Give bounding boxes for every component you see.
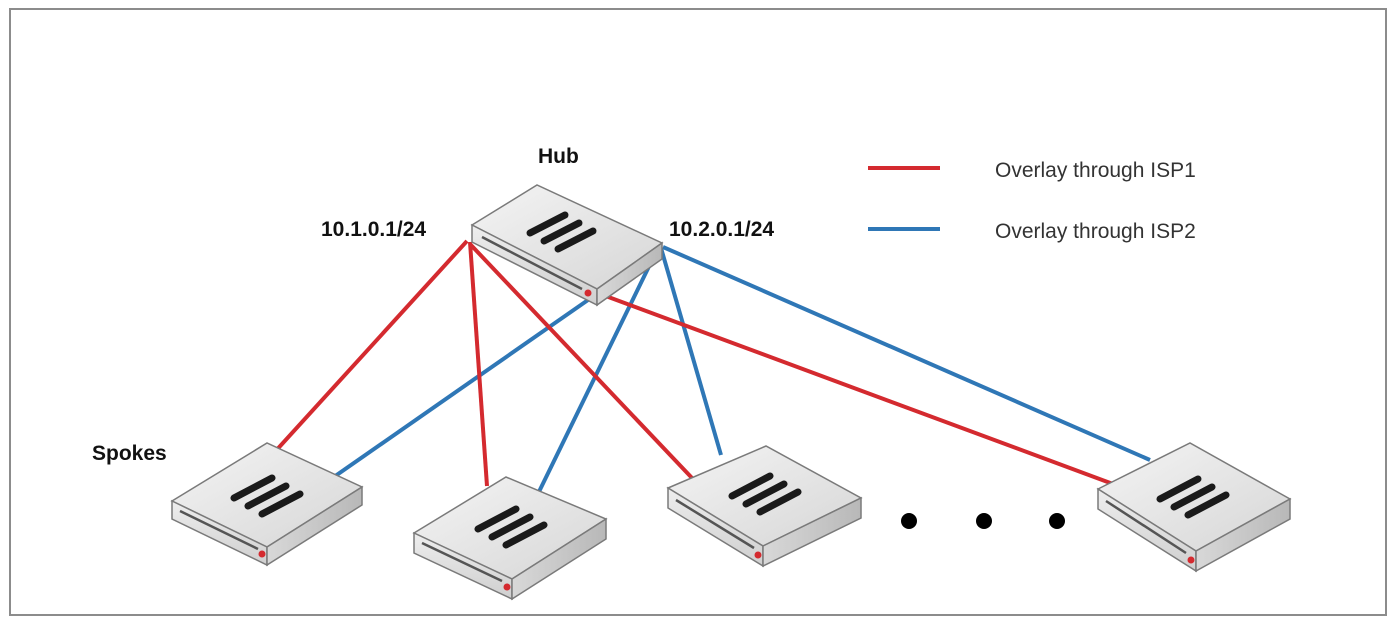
legend: Overlay through ISP1 Overlay through ISP… — [868, 159, 1196, 243]
spoke-device-3 — [666, 445, 863, 568]
hub-label: Hub — [538, 145, 579, 168]
link-hub-spoke2-isp1 — [468, 241, 489, 487]
hub-device — [470, 184, 664, 307]
ellipsis-dot — [1049, 513, 1065, 529]
legend-label-isp2: Overlay through ISP2 — [995, 220, 1196, 243]
hub-ip-right-label: 10.2.0.1/24 — [669, 218, 774, 241]
spoke-device-1 — [170, 442, 364, 567]
firewall-appliance-icon — [1096, 442, 1292, 573]
ellipsis-dot — [976, 513, 992, 529]
link-hub-spoke1-isp2 — [316, 298, 590, 490]
links-layer — [270, 239, 1151, 505]
firewall-appliance-icon — [412, 476, 608, 601]
ellipsis-dot — [901, 513, 917, 529]
link-hub-spoke3-isp2 — [659, 247, 723, 456]
firewall-appliance-icon — [170, 442, 364, 567]
link-hub-spoke3-isp1 — [468, 242, 694, 480]
ellipsis-dots — [901, 513, 1065, 529]
firewall-appliance-icon — [470, 184, 664, 307]
spoke-device-2 — [412, 476, 608, 601]
firewall-appliance-icon — [666, 445, 863, 568]
hub-ip-left-label: 10.1.0.1/24 — [321, 218, 426, 241]
link-hub-spoke4-isp2 — [662, 245, 1151, 462]
link-hub-spoke1-isp1 — [270, 239, 469, 457]
legend-label-isp1: Overlay through ISP1 — [995, 159, 1196, 182]
spokes-label: Spokes — [92, 442, 167, 465]
link-hub-spoke4-isp1 — [602, 293, 1114, 486]
spoke-device-4 — [1096, 442, 1292, 573]
